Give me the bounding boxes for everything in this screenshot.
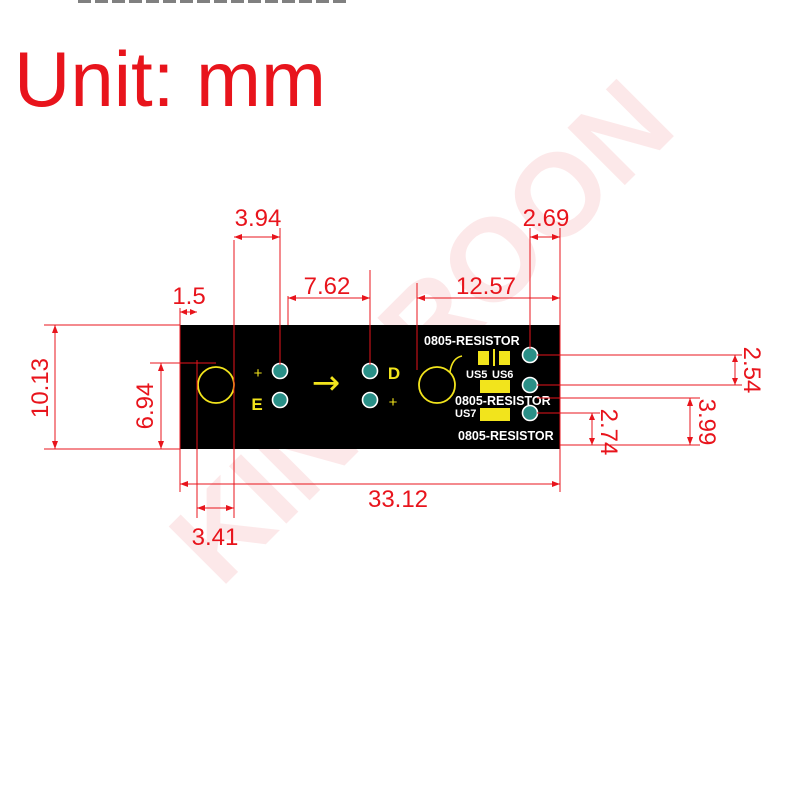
us5-label: US5 (466, 369, 487, 381)
dim-2-54: 2.54 (738, 347, 765, 394)
dim-12-57: 12.57 (456, 273, 516, 300)
page-title: Unit: mm (14, 35, 326, 123)
dim-10-13: 10.13 (27, 358, 54, 418)
dim-1-5: 1.5 (172, 283, 205, 310)
plus-right-label: + (389, 394, 398, 411)
pad-detector-plus (361, 391, 379, 409)
e-label: E (251, 395, 262, 414)
smd-pad-us5-a (478, 351, 489, 365)
dim-3-94: 3.94 (235, 205, 282, 232)
dim-3-99: 3.99 (693, 399, 720, 446)
pad-connector-2 (521, 376, 539, 394)
pad-connector-1 (521, 346, 539, 364)
dim-6-94: 6.94 (132, 383, 159, 430)
pad-emitter-plus (271, 362, 289, 380)
resistor-label-top: 0805-RESISTOR (424, 334, 520, 348)
pad-detector-top (361, 362, 379, 380)
smd-pad-mid (480, 380, 510, 393)
mounting-hole-right (418, 366, 456, 404)
dim-33-12: 33.12 (368, 486, 428, 513)
smd-pad-us7 (480, 408, 510, 421)
cropped-heading (78, 0, 368, 6)
dim-2-74: 2.74 (595, 409, 622, 456)
smd-divider (493, 349, 495, 366)
plus-left-label: + (254, 365, 263, 382)
arrow-label: → (312, 363, 341, 403)
pad-emitter-minus (271, 391, 289, 409)
dim-2-69: 2.69 (523, 205, 570, 232)
resistor-label-mid: 0805-RESISTOR (455, 394, 551, 408)
dimension-arrowheads (52, 234, 738, 511)
smd-pad-us5-b (499, 351, 510, 365)
resistor-label-bottom: 0805-RESISTOR (458, 429, 554, 443)
us7-label: US7 (455, 408, 476, 420)
resistor-outline-arc (449, 355, 463, 373)
dim-7-62: 7.62 (304, 273, 351, 300)
us6-label: US6 (492, 369, 513, 381)
dim-3-41: 3.41 (192, 524, 239, 551)
d-label: D (388, 364, 400, 383)
